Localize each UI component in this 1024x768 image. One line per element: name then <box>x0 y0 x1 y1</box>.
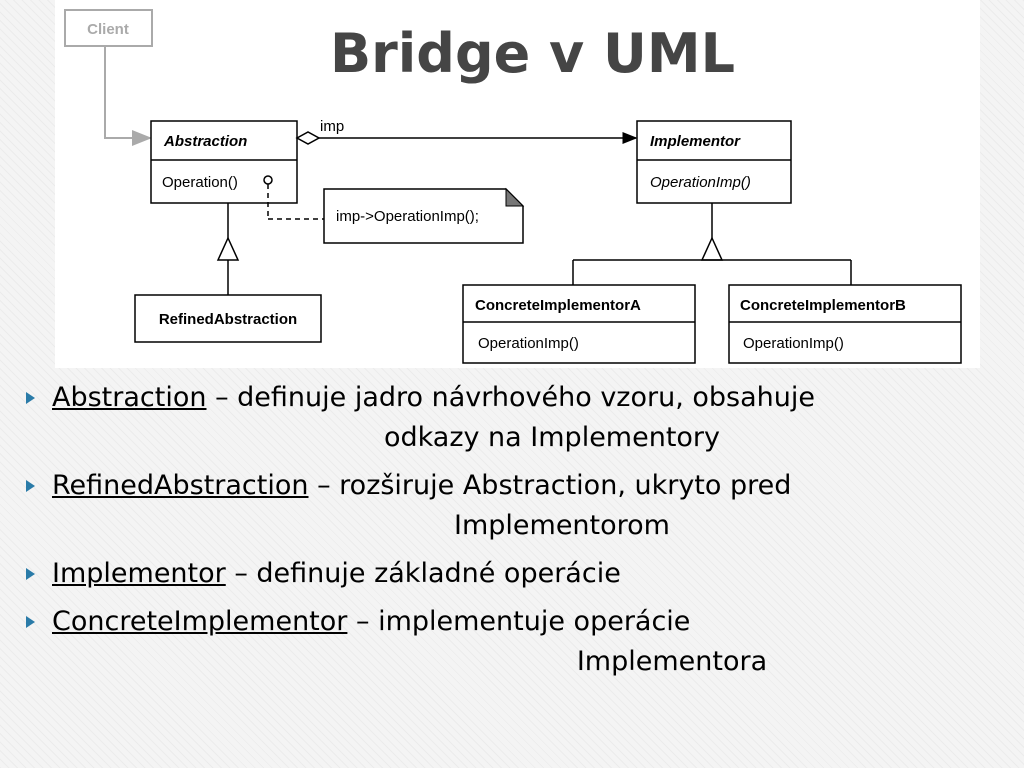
uml-diagram: Client Abstraction Operation() imp imp->… <box>64 9 962 364</box>
association-label: imp <box>320 118 344 135</box>
bullet-item-refined-abstraction: RefinedAbstraction – rozširuje Abstracti… <box>22 466 1012 546</box>
bullet-item-concrete-implementor: ConcreteImplementor – implementuje operá… <box>22 602 1012 682</box>
implementor-name: Implementor <box>650 133 741 150</box>
bullet-continuation: odkazy na Implementory <box>383 422 721 453</box>
bullet-arrow-icon <box>22 466 42 506</box>
abstraction-inheritance <box>216 203 240 295</box>
bullet-text: – definuje základné operácie <box>225 558 621 589</box>
bullet-text: – rozširuje Abstraction, ukryto pred <box>308 470 792 501</box>
abstraction-class: Abstraction Operation() <box>150 120 298 204</box>
bullet-item-implementor: Implementor – definuje základné operácie <box>22 554 1012 594</box>
bullet-arrow-icon <box>22 378 42 418</box>
implementor-method: OperationImp() <box>650 174 751 191</box>
refined-abstraction-name: RefinedAbstraction <box>159 311 297 328</box>
bullet-arrow-icon <box>22 602 42 642</box>
bullet-arrow-icon <box>22 554 42 594</box>
bullet-term: RefinedAbstraction <box>52 470 309 501</box>
bullet-term: ConcreteImplementor <box>52 606 348 637</box>
bullet-list: Abstraction – definuje jadro návrhového … <box>22 378 1012 690</box>
implementor-class: Implementor OperationImp() <box>636 120 792 204</box>
client-label: Client <box>87 21 129 38</box>
note-text: imp->OperationImp(); <box>336 208 479 225</box>
slide-title: Bridge v UML <box>330 22 736 85</box>
client-to-abstraction-arrow <box>104 46 152 146</box>
client-class: Client <box>64 9 153 47</box>
bullet-continuation: Implementora <box>576 646 768 677</box>
bullet-text: – definuje jadro návrhového vzoru, obsah… <box>206 382 815 413</box>
implementor-inheritance <box>572 203 852 285</box>
abstraction-method: Operation() <box>162 174 238 191</box>
imp-association: imp <box>295 118 638 145</box>
note: imp->OperationImp(); <box>267 184 525 244</box>
bullet-term: Implementor <box>52 558 226 589</box>
bullet-term: Abstraction <box>52 382 207 413</box>
bullet-item-abstraction: Abstraction – definuje jadro návrhového … <box>22 378 1012 458</box>
concrete-implementor-a-method: OperationImp() <box>478 335 579 352</box>
bullet-text: – implementuje operácie <box>347 606 691 637</box>
concrete-implementor-b-class: ConcreteImplementorB OperationImp() <box>728 284 962 364</box>
abstraction-name: Abstraction <box>163 133 247 150</box>
bullet-continuation: Implementorom <box>454 510 670 541</box>
concrete-implementor-a-class: ConcreteImplementorA OperationImp() <box>462 284 696 364</box>
refined-abstraction-class: RefinedAbstraction <box>134 294 322 343</box>
concrete-implementor-b-name: ConcreteImplementorB <box>740 297 906 314</box>
concrete-implementor-a-name: ConcreteImplementorA <box>475 297 641 314</box>
concrete-implementor-b-method: OperationImp() <box>743 335 844 352</box>
